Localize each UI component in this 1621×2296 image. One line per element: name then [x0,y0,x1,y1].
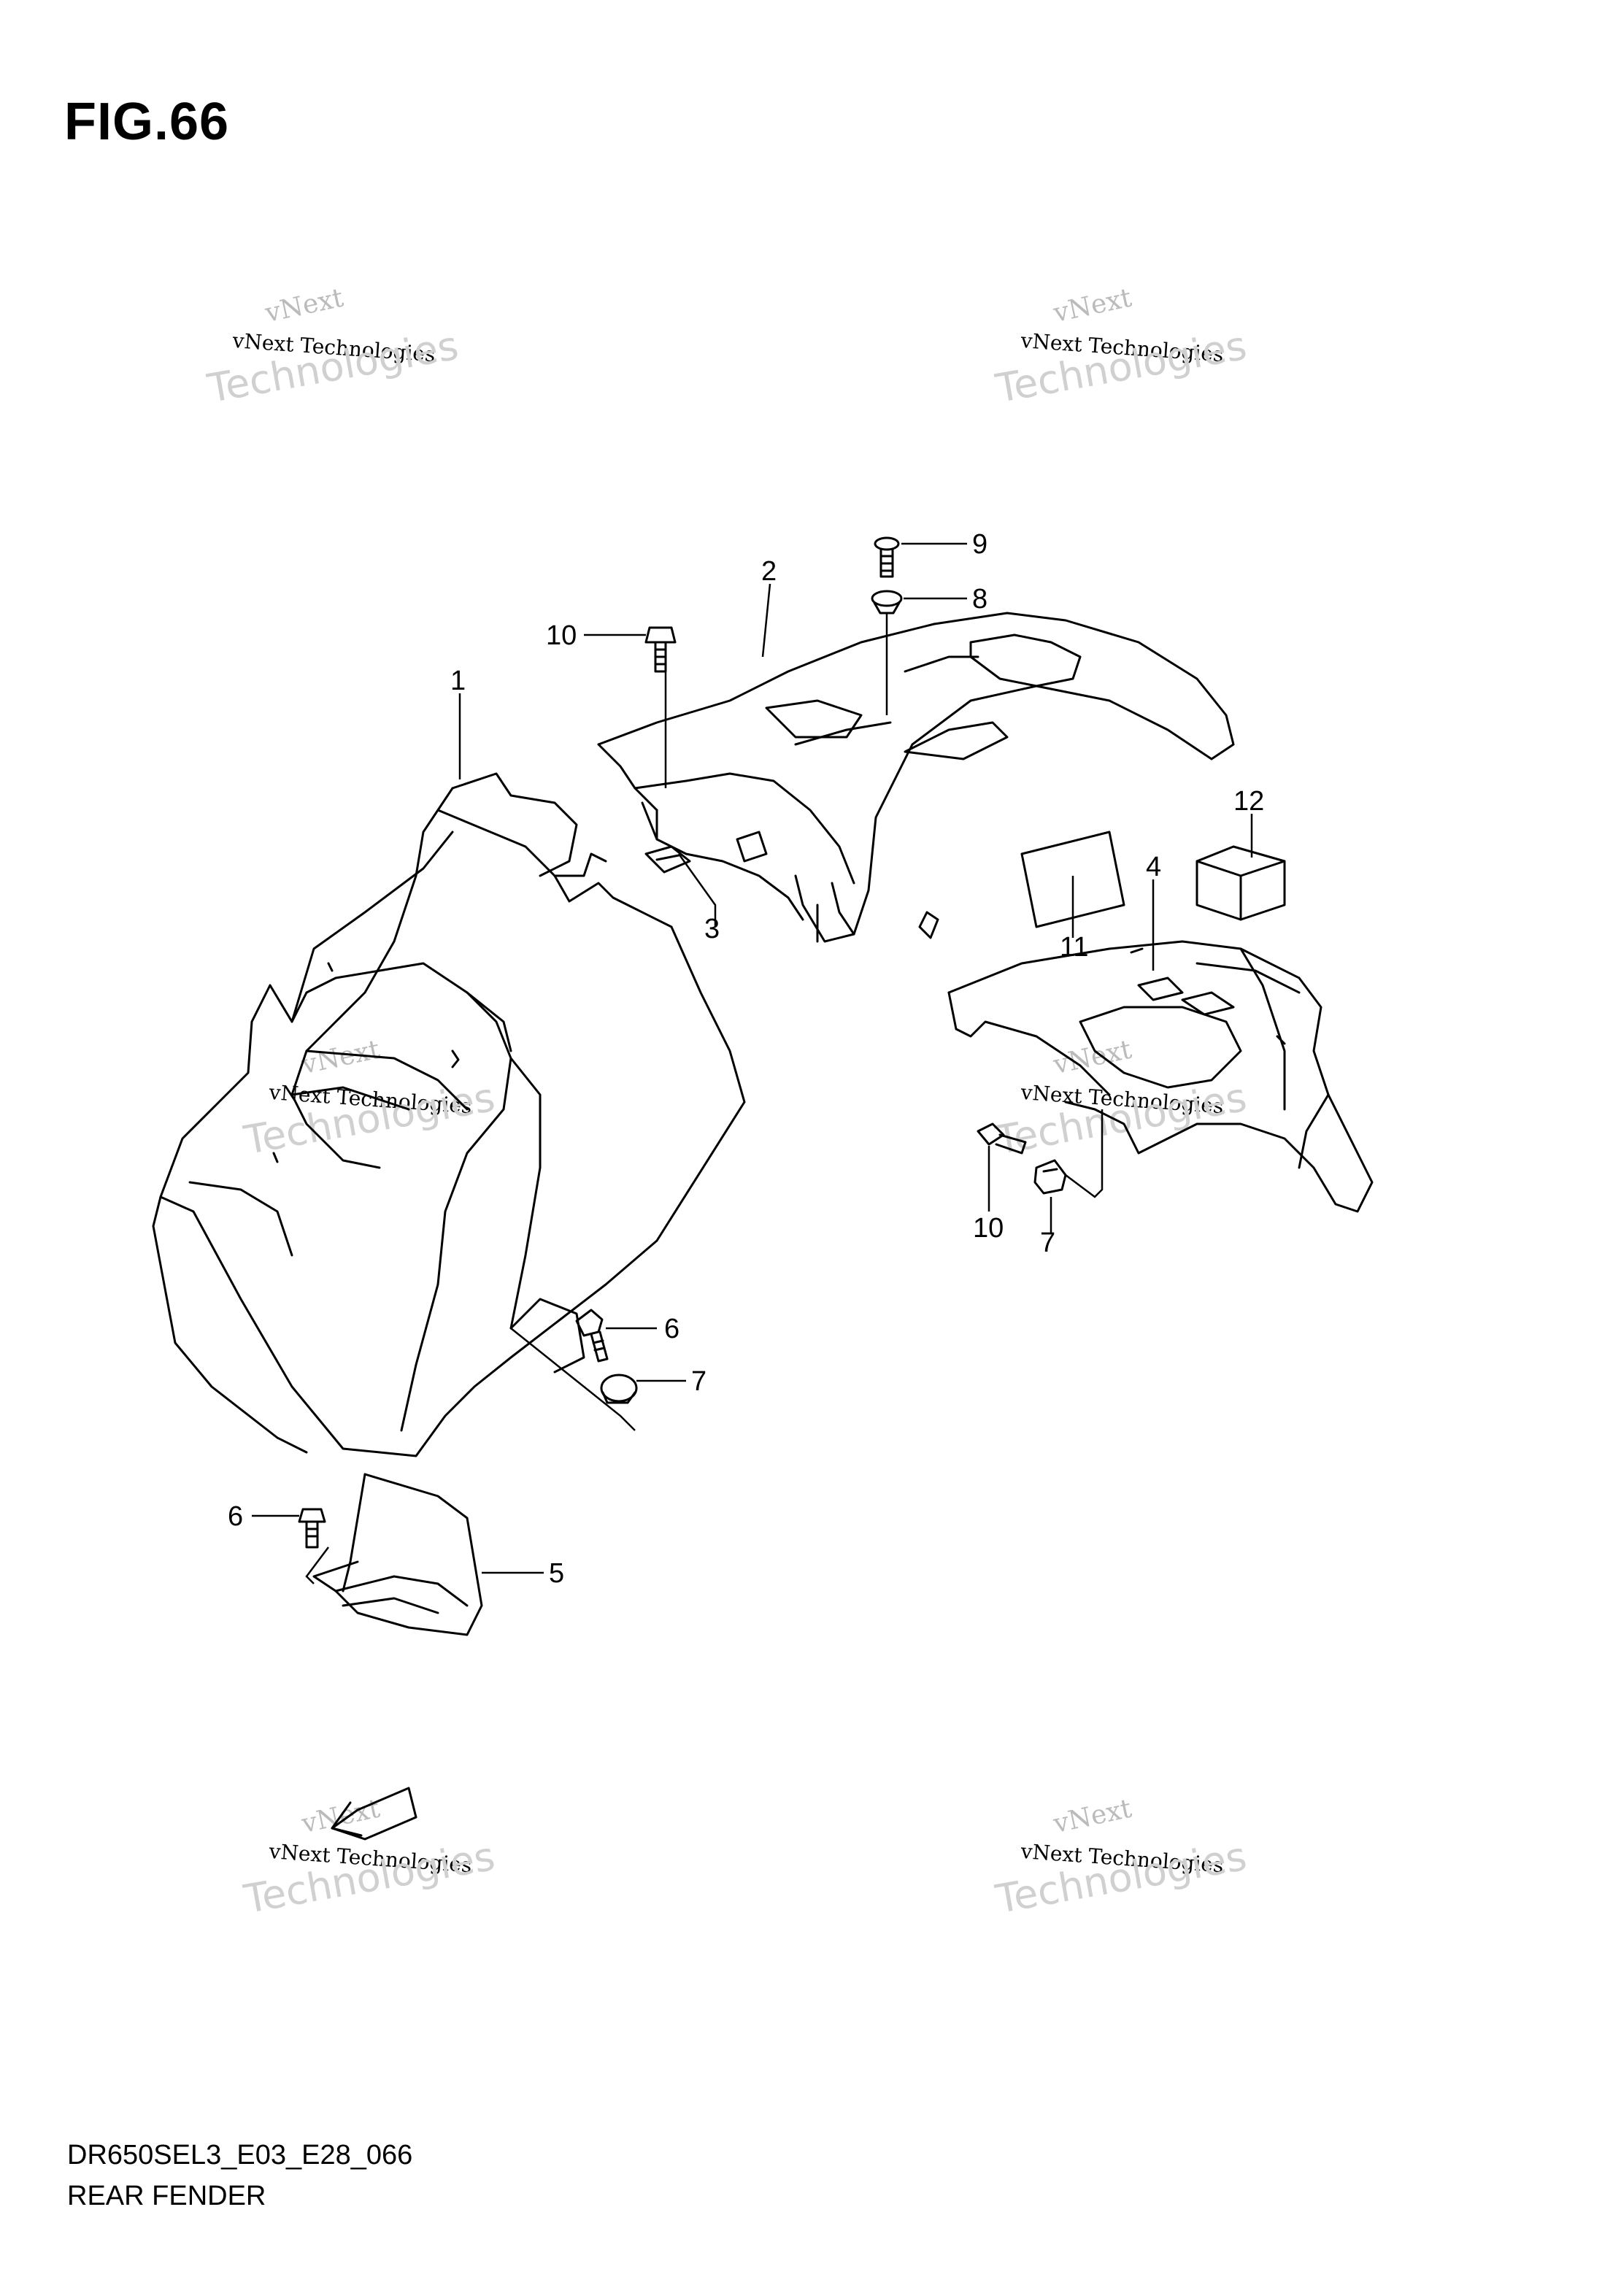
part-4-rear-bracket [947,940,1374,1213]
part-7-grommet-lower [1033,1159,1067,1195]
part-7-grommet-right [600,1374,638,1404]
part-11-reflector [1020,831,1125,928]
part-6-bolt-right [575,1309,609,1363]
part-8-grommet [871,590,903,615]
part-5-splash-guard [312,1473,483,1636]
part-6-bolt-left [298,1508,326,1549]
callout-10-lower: 10 [973,1213,1004,1244]
leader-lines [252,542,1253,1584]
callout-2: 2 [761,556,777,587]
part-10-bolt-lower [977,1122,1027,1155]
callout-6-right: 6 [664,1314,679,1344]
figure-title: FIG.66 [64,93,230,151]
part-12-block [1195,845,1286,921]
callout-labels: 1 2 3 4 5 6 6 7 7 8 9 10 10 11 12 [228,529,1264,1589]
callout-4: 4 [1146,852,1161,882]
callout-7-lower: 7 [1040,1228,1055,1258]
callout-10-upper: 10 [546,620,577,651]
front-direction-arrow-icon [331,1787,417,1841]
callout-6-left: 6 [228,1501,243,1532]
part-2-rear-fender [597,612,1235,943]
part-10-bolt-upper [644,626,677,673]
part-1-inner-fender [152,772,746,1457]
callout-7-right: 7 [691,1366,706,1397]
part-9-screw [874,536,900,578]
callout-8: 8 [972,584,987,615]
callout-5: 5 [549,1558,564,1589]
diagram-code: DR650SEL3_E03_E28_066 [67,2140,413,2170]
callout-3: 3 [704,914,720,944]
callout-12: 12 [1233,786,1264,817]
callout-1: 1 [450,666,466,696]
part-3-clip-nut [644,845,691,874]
diagram-name: REAR FENDER [67,2181,266,2211]
callout-11: 11 [1060,932,1088,963]
callout-9: 9 [972,529,987,560]
